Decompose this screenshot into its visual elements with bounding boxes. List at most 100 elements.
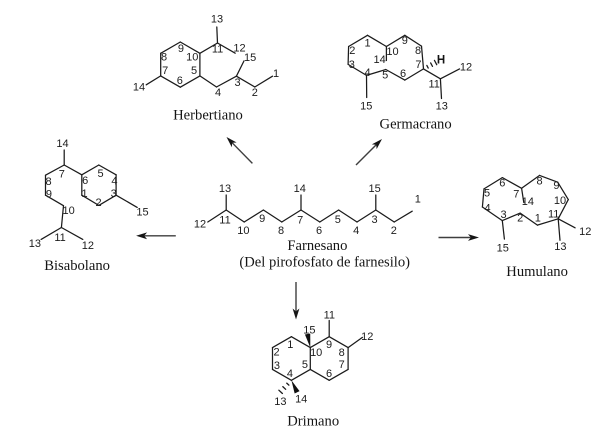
- bond: [271, 368, 293, 381]
- atom-number: 10: [554, 195, 566, 207]
- bond: [290, 336, 311, 349]
- bond: [365, 68, 387, 77]
- atom-number: 7: [513, 188, 519, 200]
- atom-number: 10: [186, 51, 198, 63]
- atom-number: 4: [485, 203, 491, 215]
- bond: [309, 336, 330, 349]
- atom-number: 3: [111, 188, 117, 200]
- atom-number: 11: [54, 232, 65, 244]
- atom-number: 10: [310, 347, 322, 359]
- atom-number: 11: [219, 214, 230, 226]
- atom-number: 2: [517, 212, 523, 224]
- bond: [44, 194, 65, 207]
- atom-number: 10: [62, 205, 74, 217]
- atom-number: 6: [499, 178, 505, 190]
- bond: [309, 368, 330, 381]
- atom-number: 15: [136, 206, 148, 218]
- atom-number: 5: [97, 168, 103, 180]
- bond: [199, 75, 218, 88]
- arrow-to-humulano: [438, 234, 479, 241]
- bond: [356, 209, 377, 223]
- atom-number: 15: [497, 242, 509, 254]
- bond: [81, 164, 100, 176]
- bond: [519, 212, 539, 226]
- bond: [557, 218, 576, 229]
- bond: [243, 209, 265, 223]
- wedge-bond: [304, 333, 311, 348]
- atom-number: 15: [360, 101, 372, 113]
- bond: [271, 336, 293, 349]
- bond: [145, 75, 162, 86]
- atom-number: 12: [460, 61, 472, 73]
- arrow-to-herbertiano: [226, 137, 253, 164]
- atom-number: 15: [303, 324, 315, 336]
- atom-number: 12: [579, 226, 591, 238]
- atom-number: 12: [194, 218, 206, 230]
- bond: [557, 218, 561, 241]
- atom-number: 6: [316, 225, 322, 237]
- structure-name-farnesano: Farnesano: [287, 238, 347, 254]
- bond: [215, 75, 238, 88]
- atom-number: 8: [339, 347, 345, 359]
- bond: [538, 174, 559, 183]
- atom-number: 6: [82, 175, 88, 187]
- atom-number: 4: [111, 175, 117, 187]
- bond: [536, 218, 559, 226]
- atom-number: 8: [161, 52, 167, 64]
- structure-subtitle-farnesano: (Del pirofosfato de farnesilo): [239, 255, 410, 271]
- atom-number: 14: [373, 54, 385, 66]
- atom-number: 1: [415, 193, 421, 205]
- atom-number: 8: [46, 176, 52, 188]
- bond: [385, 34, 406, 48]
- bond: [501, 219, 506, 240]
- atom-number: 14: [56, 138, 68, 150]
- atom-number: 7: [339, 359, 345, 371]
- atom-number: 5: [382, 70, 388, 82]
- atom-number: 13: [554, 241, 566, 253]
- structure-name-herbertiano: Herbertiano: [173, 108, 243, 124]
- structure-name-drimano: Drimano: [287, 413, 339, 429]
- atom-number: 1: [273, 68, 279, 80]
- atom-number: 11: [212, 44, 223, 56]
- atom-number: 14: [522, 196, 534, 208]
- bond: [439, 78, 443, 100]
- structure-name-bisabolano: Bisabolano: [44, 258, 110, 274]
- arrow-head: [136, 232, 148, 240]
- atom-number: 7: [415, 59, 421, 71]
- atom-number: 4: [287, 368, 293, 380]
- structure-name-germacrano: Germacrano: [380, 117, 452, 133]
- arrow-to-bisabolano: [136, 232, 176, 240]
- bond: [439, 68, 461, 80]
- bond: [337, 209, 358, 223]
- atom-number: 4: [353, 225, 359, 237]
- atom-number: 4: [215, 87, 221, 99]
- bond: [60, 226, 84, 241]
- arrow-to-drimano: [292, 282, 300, 320]
- bond: [520, 174, 541, 189]
- atom-number: 13: [436, 101, 448, 113]
- bond: [160, 75, 181, 88]
- atom-number: 14: [133, 81, 145, 93]
- atom-number: 6: [400, 68, 406, 80]
- atom-number: 3: [500, 209, 506, 221]
- hash-bond-tick: [433, 59, 438, 66]
- atom-number: 7: [297, 214, 303, 226]
- atom-number: 15: [368, 183, 380, 195]
- bond: [160, 41, 181, 54]
- atom-number: 9: [259, 213, 265, 225]
- bond: [375, 209, 395, 223]
- hash-bond-tick: [426, 64, 429, 69]
- atom-number: 2: [252, 87, 258, 99]
- bond: [98, 194, 117, 207]
- atom-number: 8: [278, 225, 284, 237]
- bond: [422, 68, 442, 80]
- bond: [483, 176, 503, 190]
- atom-number: 10: [386, 46, 398, 58]
- bond: [501, 212, 521, 222]
- bond: [393, 210, 413, 223]
